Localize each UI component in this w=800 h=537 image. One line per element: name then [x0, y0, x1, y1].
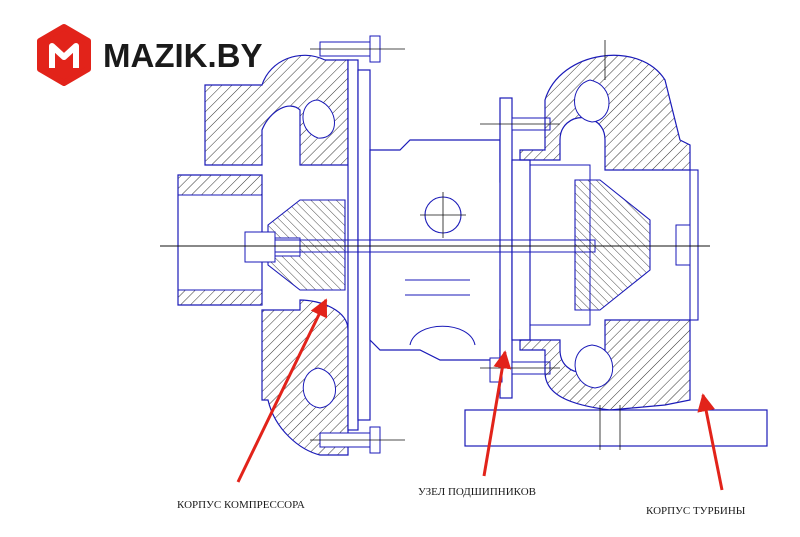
logo-text: MAZIK.BY — [103, 37, 263, 74]
label-turbine-housing: КОРПУС ТУРБИНЫ — [646, 505, 746, 517]
compressor-housing — [177, 35, 405, 456]
arrow-turbine — [697, 393, 724, 491]
logo-mark-icon — [37, 24, 91, 86]
arrow-compressor — [236, 298, 328, 483]
turbine-housing — [464, 54, 768, 450]
label-compressor-housing: КОРПУС КОМПРЕССОРА — [177, 499, 305, 511]
arrow-bearing — [482, 350, 512, 477]
label-bearing-assembly: УЗЕЛ ПОДШИПНИКОВ — [418, 486, 536, 498]
